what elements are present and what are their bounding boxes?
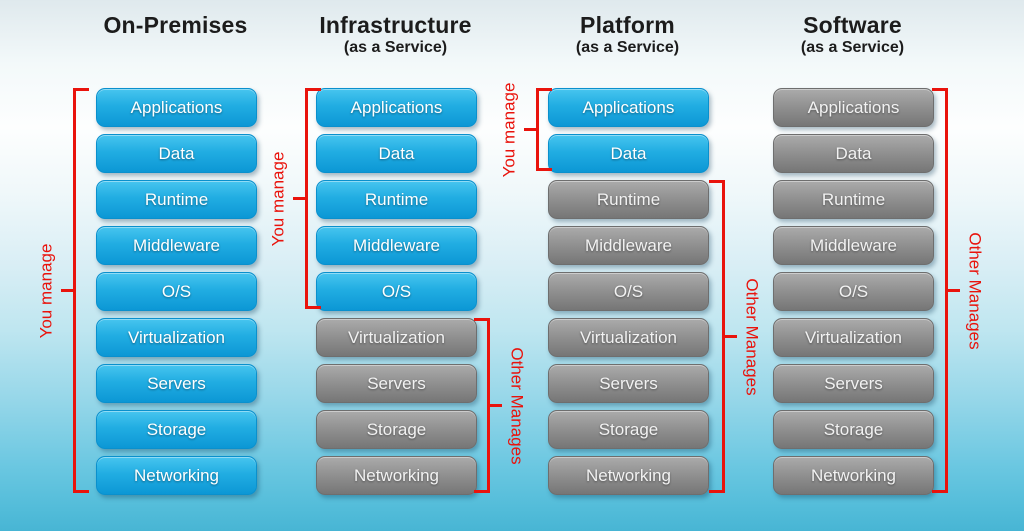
column-title-on-premises: On-Premises [76,12,275,38]
layer-box-middleware: Middleware [773,226,934,265]
bracket-left-infrastructure-0-bottom-arm [305,306,321,309]
layer-box-servers: Servers [316,364,477,403]
bracket-left-platform-0-line [536,88,539,171]
layer-box-applications: Applications [316,88,477,127]
layer-box-storage: Storage [96,410,257,449]
bracket-left-platform-0-bottom-arm [536,168,552,171]
column-title-platform: Platform(as a Service) [528,12,727,57]
layer-box-storage: Storage [548,410,709,449]
bracket-right-platform-1-line [722,180,725,493]
bracket-left-on-premises-0-label: You manage [36,243,56,338]
layer-box-networking: Networking [548,456,709,495]
bracket-right-infrastructure-1-label: Other Manages [507,346,527,465]
bracket-right-infrastructure-1-bottom-arm [474,490,490,493]
bracket-right-software-0-label-tick [948,289,960,292]
column-subtitle-text: (as a Service) [800,39,905,56]
layer-box-storage: Storage [316,410,477,449]
layer-box-middleware: Middleware [316,226,477,265]
bracket-left-infrastructure-0-label-tick [293,197,305,200]
bracket-left-platform-0-top-arm [536,88,552,91]
layer-box-networking: Networking [316,456,477,495]
bracket-right-software-0-label: Other Manages [965,231,985,350]
bracket-left-on-premises-0-top-arm [73,88,89,91]
layer-box-o-s: O/S [773,272,934,311]
layer-box-runtime: Runtime [316,180,477,219]
column-subtitle-text: (as a Service) [575,39,680,56]
bracket-left-on-premises-0-label-tick [61,289,73,292]
layer-box-runtime: Runtime [96,180,257,219]
layer-box-storage: Storage [773,410,934,449]
column-title-infrastructure: Infrastructure(as a Service) [296,12,495,57]
layer-box-o-s: O/S [316,272,477,311]
bracket-right-infrastructure-1-line [487,318,490,493]
layer-box-networking: Networking [773,456,934,495]
layer-box-servers: Servers [773,364,934,403]
bracket-left-infrastructure-0-label: You manage [268,151,288,246]
bracket-left-infrastructure-0-line [305,88,308,309]
layer-box-servers: Servers [96,364,257,403]
layer-box-virtualization: Virtualization [548,318,709,357]
bracket-left-infrastructure-0-top-arm [305,88,321,91]
bracket-right-infrastructure-1-label-tick [490,404,502,407]
column-title-text: Infrastructure [319,12,472,38]
bracket-right-infrastructure-1-top-arm [474,318,490,321]
bracket-right-platform-1-top-arm [709,180,725,183]
layer-box-applications: Applications [548,88,709,127]
layer-box-applications: Applications [96,88,257,127]
bracket-right-software-0-bottom-arm [932,490,948,493]
column-title-software: Software(as a Service) [753,12,952,57]
bracket-left-platform-0-label: You manage [499,82,519,177]
bracket-right-software-0-line [945,88,948,493]
column-title-text: Platform [580,12,675,38]
column-title-text: On-Premises [103,12,248,38]
layer-box-o-s: O/S [96,272,257,311]
bracket-right-software-0-top-arm [932,88,948,91]
layer-box-runtime: Runtime [548,180,709,219]
layer-box-data: Data [548,134,709,173]
layer-box-data: Data [316,134,477,173]
column-title-text: Software [803,12,902,38]
bracket-right-platform-1-label-tick [725,335,737,338]
bracket-left-on-premises-0-bottom-arm [73,490,89,493]
bracket-right-platform-1-label: Other Manages [742,277,762,396]
layer-box-data: Data [96,134,257,173]
column-subtitle-text: (as a Service) [343,39,448,56]
layer-box-middleware: Middleware [96,226,257,265]
layer-box-applications: Applications [773,88,934,127]
layer-box-networking: Networking [96,456,257,495]
layer-box-virtualization: Virtualization [96,318,257,357]
layer-box-data: Data [773,134,934,173]
layer-box-virtualization: Virtualization [773,318,934,357]
layer-box-runtime: Runtime [773,180,934,219]
bracket-right-platform-1-bottom-arm [709,490,725,493]
layer-box-virtualization: Virtualization [316,318,477,357]
layer-box-middleware: Middleware [548,226,709,265]
bracket-left-platform-0-label-tick [524,128,536,131]
layer-box-o-s: O/S [548,272,709,311]
bracket-left-on-premises-0-line [73,88,76,493]
layer-box-servers: Servers [548,364,709,403]
